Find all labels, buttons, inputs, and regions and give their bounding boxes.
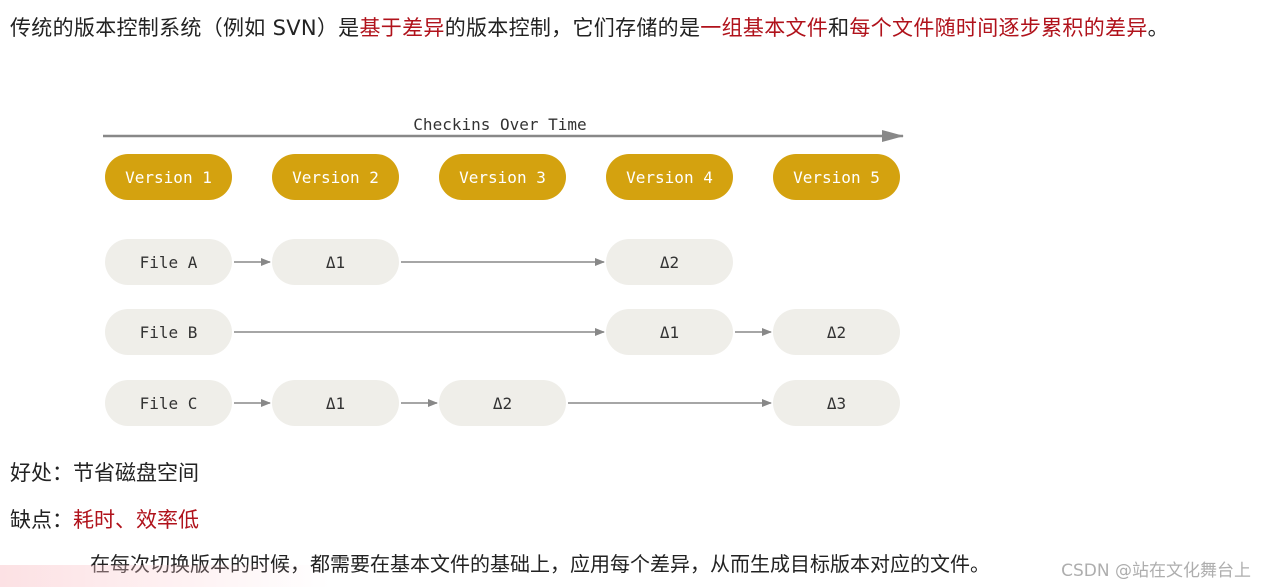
delta-box-shape bbox=[773, 309, 900, 355]
version-label: Version 4 bbox=[626, 168, 713, 187]
file-label: File C bbox=[140, 394, 198, 413]
intro-highlight-delta: 基于差异 bbox=[359, 16, 445, 40]
delta-label: Δ1 bbox=[660, 323, 679, 342]
delta-label: Δ2 bbox=[827, 323, 846, 342]
delta-box: Δ2 bbox=[439, 380, 566, 426]
delta-label: Δ3 bbox=[827, 394, 846, 413]
file-box-shape bbox=[105, 309, 232, 355]
decorative-highlight bbox=[0, 565, 330, 587]
drawback-text: 耗时、效率低 bbox=[73, 508, 199, 532]
intro-text-4: 。 bbox=[1147, 16, 1169, 40]
intro-highlight-base-files: 一组基本文件 bbox=[700, 16, 829, 40]
benefit-line: 好处：节省磁盘空间 bbox=[10, 458, 199, 488]
intro-paragraph: 传统的版本控制系统（例如 SVN）是基于差异的版本控制，它们存储的是一组基本文件… bbox=[10, 8, 1250, 48]
drawback-line: 缺点：耗时、效率低 bbox=[10, 505, 199, 535]
file-box-shape bbox=[105, 239, 232, 285]
intro-text-3: 和 bbox=[828, 16, 850, 40]
delta-box-shape bbox=[606, 309, 733, 355]
timeline-label: Checkins Over Time bbox=[413, 115, 586, 134]
version-1-pill: Version 1 bbox=[105, 154, 232, 200]
delta-box-shape bbox=[606, 239, 733, 285]
delta-box: Δ2 bbox=[606, 239, 733, 285]
delta-label: Δ1 bbox=[326, 253, 345, 272]
version-3-pill: Version 3 bbox=[439, 154, 566, 200]
delta-box-shape bbox=[272, 239, 399, 285]
file-box: File C bbox=[105, 380, 232, 426]
intro-text-1: 传统的版本控制系统（例如 SVN）是 bbox=[10, 16, 360, 40]
intro-text-2: 的版本控制，它们存储的是 bbox=[444, 16, 701, 40]
delta-box: Δ3 bbox=[773, 380, 900, 426]
version-4-pill: Version 4 bbox=[606, 154, 733, 200]
version-pill-shape bbox=[606, 154, 733, 200]
file-row-1: File A Δ1 Δ2 bbox=[105, 239, 733, 285]
benefit-label: 好处： bbox=[10, 461, 73, 485]
delta-box: Δ2 bbox=[773, 309, 900, 355]
file-box: File A bbox=[105, 239, 232, 285]
delta-box-shape bbox=[272, 380, 399, 426]
delta-box-shape bbox=[439, 380, 566, 426]
benefit-text: 节省磁盘空间 bbox=[73, 461, 199, 485]
version-label: Version 2 bbox=[292, 168, 379, 187]
version-pill-shape bbox=[773, 154, 900, 200]
version-5-pill: Version 5 bbox=[773, 154, 900, 200]
file-box-shape bbox=[105, 380, 232, 426]
file-row-3: File C Δ1 Δ2 Δ3 bbox=[105, 380, 900, 426]
file-label: File B bbox=[140, 323, 198, 342]
delta-label: Δ2 bbox=[660, 253, 679, 272]
delta-label: Δ1 bbox=[326, 394, 345, 413]
version-label: Version 5 bbox=[793, 168, 880, 187]
file-box: File B bbox=[105, 309, 232, 355]
version-2-pill: Version 2 bbox=[272, 154, 399, 200]
watermark: CSDN @站在文化舞台上 bbox=[1061, 561, 1251, 581]
version-pill-shape bbox=[272, 154, 399, 200]
delta-box-shape bbox=[773, 380, 900, 426]
timeline: Checkins Over Time bbox=[103, 115, 904, 142]
version-label: Version 1 bbox=[125, 168, 212, 187]
delta-box: Δ1 bbox=[272, 380, 399, 426]
version-pill-shape bbox=[439, 154, 566, 200]
file-row-2: File B Δ1 Δ2 bbox=[105, 309, 900, 355]
delta-box: Δ1 bbox=[606, 309, 733, 355]
delta-label: Δ2 bbox=[493, 394, 512, 413]
drawback-label: 缺点： bbox=[10, 508, 73, 532]
version-label: Version 3 bbox=[459, 168, 546, 187]
version-pill-shape bbox=[105, 154, 232, 200]
versions-row: Version 1 Version 2 Version 3 Version 4 Vers… bbox=[105, 154, 900, 200]
delta-box: Δ1 bbox=[272, 239, 399, 285]
intro-highlight-accumulated-diffs: 每个文件随时间逐步累积的差异 bbox=[849, 16, 1148, 40]
file-label: File A bbox=[140, 253, 198, 272]
